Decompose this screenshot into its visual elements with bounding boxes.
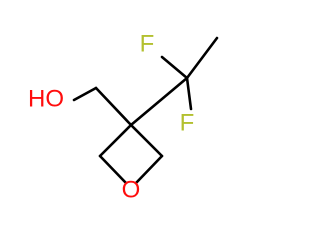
bond-oh-ch2 (72, 86, 98, 102)
bond-ch2-quaternary (94, 86, 133, 127)
bond-quaternary-cf2 (129, 76, 189, 127)
bond-ring-oxygen-right (134, 154, 164, 185)
bond-cf2-f-right (185, 76, 193, 111)
bond-cf2-f-top (160, 55, 189, 80)
atom-labels: HO O F F (28, 31, 194, 204)
bond-ring-quaternary-left (98, 123, 133, 158)
ring-oxygen-label: O (122, 177, 141, 204)
fluorine-top-label: F (140, 31, 155, 58)
bond-cf2-methyl (185, 36, 219, 80)
hydroxyl-label: HO (28, 86, 64, 113)
molecule-structure: HO O F F (28, 31, 219, 204)
bond-ring-right-quaternary (129, 123, 164, 158)
bonds (72, 36, 219, 185)
fluorine-right-label: F (180, 110, 195, 137)
bond-ring-left-oxygen (98, 154, 128, 185)
